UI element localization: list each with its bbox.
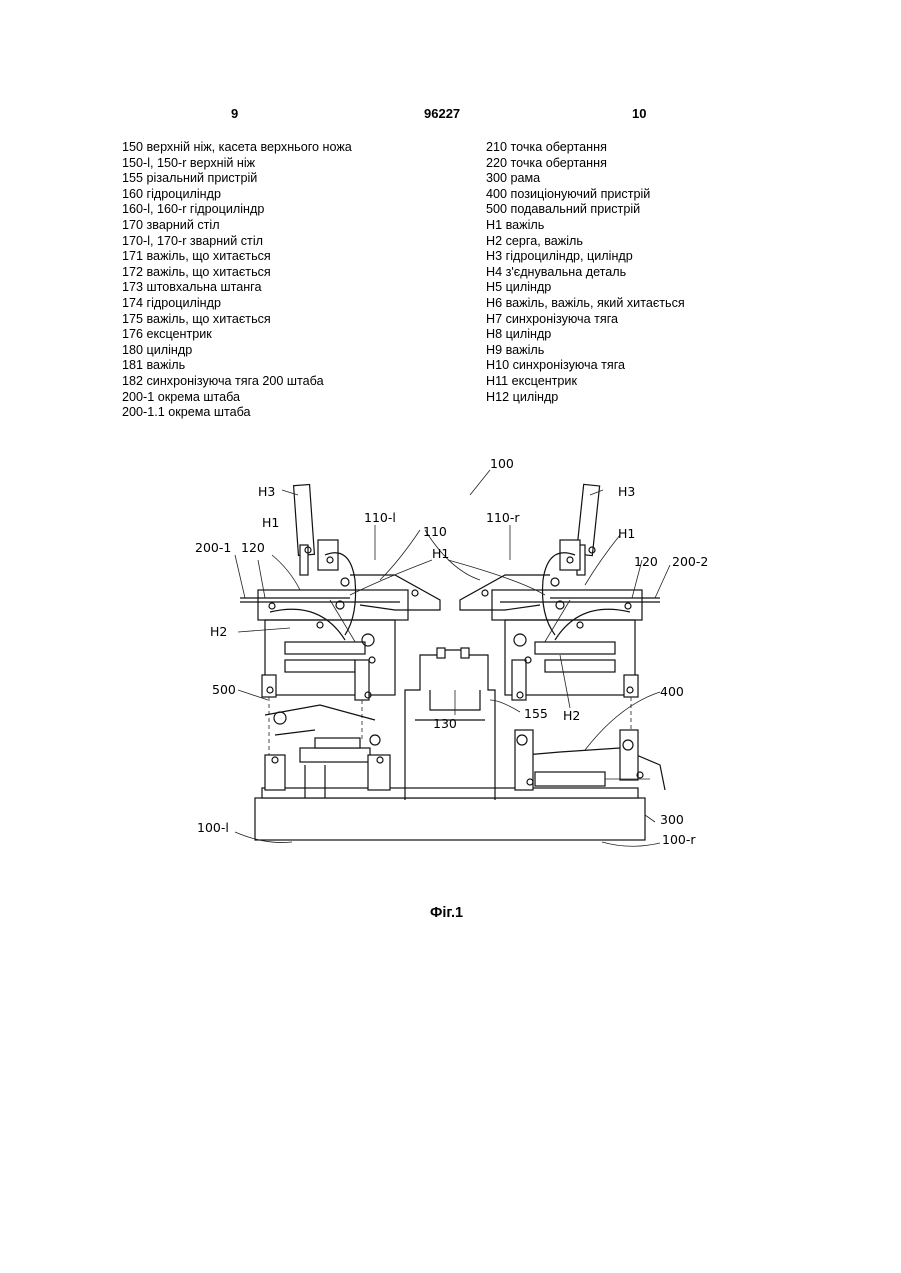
legend-item: H10 синхронізуюча тяга — [486, 358, 685, 374]
legend-item: 210 точка обертання — [486, 140, 685, 156]
legend-right-column: 210 точка обертання 220 точка обертання … — [486, 140, 685, 405]
legend-item: 300 рама — [486, 171, 685, 187]
legend-item: H11 ексцентрик — [486, 374, 685, 390]
positioning-cylinder — [535, 772, 605, 786]
legend-item: 155 різальний пристрій — [122, 171, 352, 187]
positioning-post-right — [620, 730, 638, 780]
legend-item: H9 важіль — [486, 343, 685, 359]
base-plate — [262, 788, 638, 798]
legend-item: 180 циліндр — [122, 343, 352, 359]
right-jaw — [460, 575, 550, 610]
legend-item: 160-l, 160-r гідроциліндр — [122, 202, 352, 218]
label-130: 130 — [433, 716, 457, 731]
legend-item: 220 точка обертання — [486, 156, 685, 172]
legend-item: 176 ексцентрик — [122, 327, 352, 343]
legend-item: H6 важіль, важіль, який хитається — [486, 296, 685, 312]
label-200-2: 200-2 — [672, 554, 708, 569]
right-post-b — [512, 660, 526, 700]
feed-cylinder — [315, 738, 360, 748]
left-jaw — [350, 575, 440, 610]
page-number-right: 10 — [632, 106, 646, 121]
label-h3-right: H3 — [618, 484, 635, 499]
right-clamp-block — [560, 540, 580, 570]
left-post-a — [262, 675, 276, 697]
label-h2-left: H2 — [210, 624, 227, 639]
technical-drawing-figure: 100 H3 H3 110-l 110-r 110 H1 H1 H1 200-1… — [190, 455, 720, 855]
legend-item: 172 важіль, що хитається — [122, 265, 352, 281]
label-h1-right: H1 — [618, 526, 635, 541]
right-cylinder-h8 — [545, 660, 615, 672]
label-110-l: 110-l — [364, 510, 396, 525]
legend-item: 150-l, 150-r верхній ніж — [122, 156, 352, 172]
left-post-b — [355, 660, 369, 700]
legend-item: 160 гідроциліндр — [122, 187, 352, 203]
left-clamp-block — [318, 540, 338, 570]
figure-caption: Фіг.1 — [430, 905, 463, 921]
left-cylinder-h8 — [285, 660, 355, 672]
legend-item: H2 серга, важіль — [486, 234, 685, 250]
center-slot-right — [461, 648, 469, 658]
page-number-left: 9 — [231, 106, 238, 121]
label-155: 155 — [524, 706, 548, 721]
label-110-r: 110-r — [486, 510, 520, 525]
left-cylinder-h5 — [285, 642, 365, 654]
label-200-1: 200-1 — [195, 540, 231, 555]
label-100-r: 100-r — [662, 832, 696, 847]
center-slot-left — [437, 648, 445, 658]
feed-post-left — [265, 755, 285, 790]
legend-item: 400 позиціонуючий пристрій — [486, 187, 685, 203]
left-frame — [265, 620, 395, 695]
label-h3-left: H3 — [258, 484, 275, 499]
label-500: 500 — [212, 682, 236, 697]
legend-item: 171 важіль, що хитається — [122, 249, 352, 265]
label-120-left: 120 — [241, 540, 265, 555]
legend-item: 182 синхронізуюча тяга 200 штаба — [122, 374, 352, 390]
legend-left-column: 150 верхній ніж, касета верхнього ножа 1… — [122, 140, 352, 421]
base-frame-300 — [255, 798, 645, 840]
feed-post-right — [368, 755, 390, 790]
legend-item: H1 важіль — [486, 218, 685, 234]
legend-item: 500 подавальний пристрій — [486, 202, 685, 218]
feed-lever — [265, 705, 375, 735]
right-post-a — [624, 675, 638, 697]
label-400: 400 — [660, 684, 684, 699]
legend-item: 200-1.1 окрема штаба — [122, 405, 352, 421]
legend-item: 170-l, 170-r зварний стіл — [122, 234, 352, 250]
label-110: 110 — [423, 524, 447, 539]
legend-item: H8 циліндр — [486, 327, 685, 343]
label-h1-left: H1 — [262, 515, 279, 530]
right-lever-h2 — [555, 609, 630, 640]
feed-device-500 — [300, 748, 370, 762]
label-100-l: 100-l — [197, 820, 229, 835]
legend-item: 170 зварний стіл — [122, 218, 352, 234]
legend-item: 175 важіль, що хитається — [122, 312, 352, 328]
legend-item: H4 з'єднувальна деталь — [486, 265, 685, 281]
left-cylinder-rod — [300, 545, 308, 575]
legend-item: H5 циліндр — [486, 280, 685, 296]
legend-item: 173 штовхальна штанга — [122, 280, 352, 296]
legend-item: 150 верхній ніж, касета верхнього ножа — [122, 140, 352, 156]
legend-item: 174 гідроциліндр — [122, 296, 352, 312]
legend-item: H3 гідроциліндр, циліндр — [486, 249, 685, 265]
label-120-right: 120 — [634, 554, 658, 569]
legend-item: 181 важіль — [122, 358, 352, 374]
label-h2-right: H2 — [563, 708, 580, 723]
legend-item: 200-1 окрема штаба — [122, 390, 352, 406]
legend-item: H7 синхронізуюча тяга — [486, 312, 685, 328]
right-cylinder-h5 — [535, 642, 615, 654]
label-h1-center: H1 — [432, 546, 449, 561]
legend-item: H12 циліндр — [486, 390, 685, 406]
label-100: 100 — [490, 456, 514, 471]
patent-number: 96227 — [424, 106, 460, 121]
left-lever-h2 — [270, 609, 345, 640]
label-300: 300 — [660, 812, 684, 827]
